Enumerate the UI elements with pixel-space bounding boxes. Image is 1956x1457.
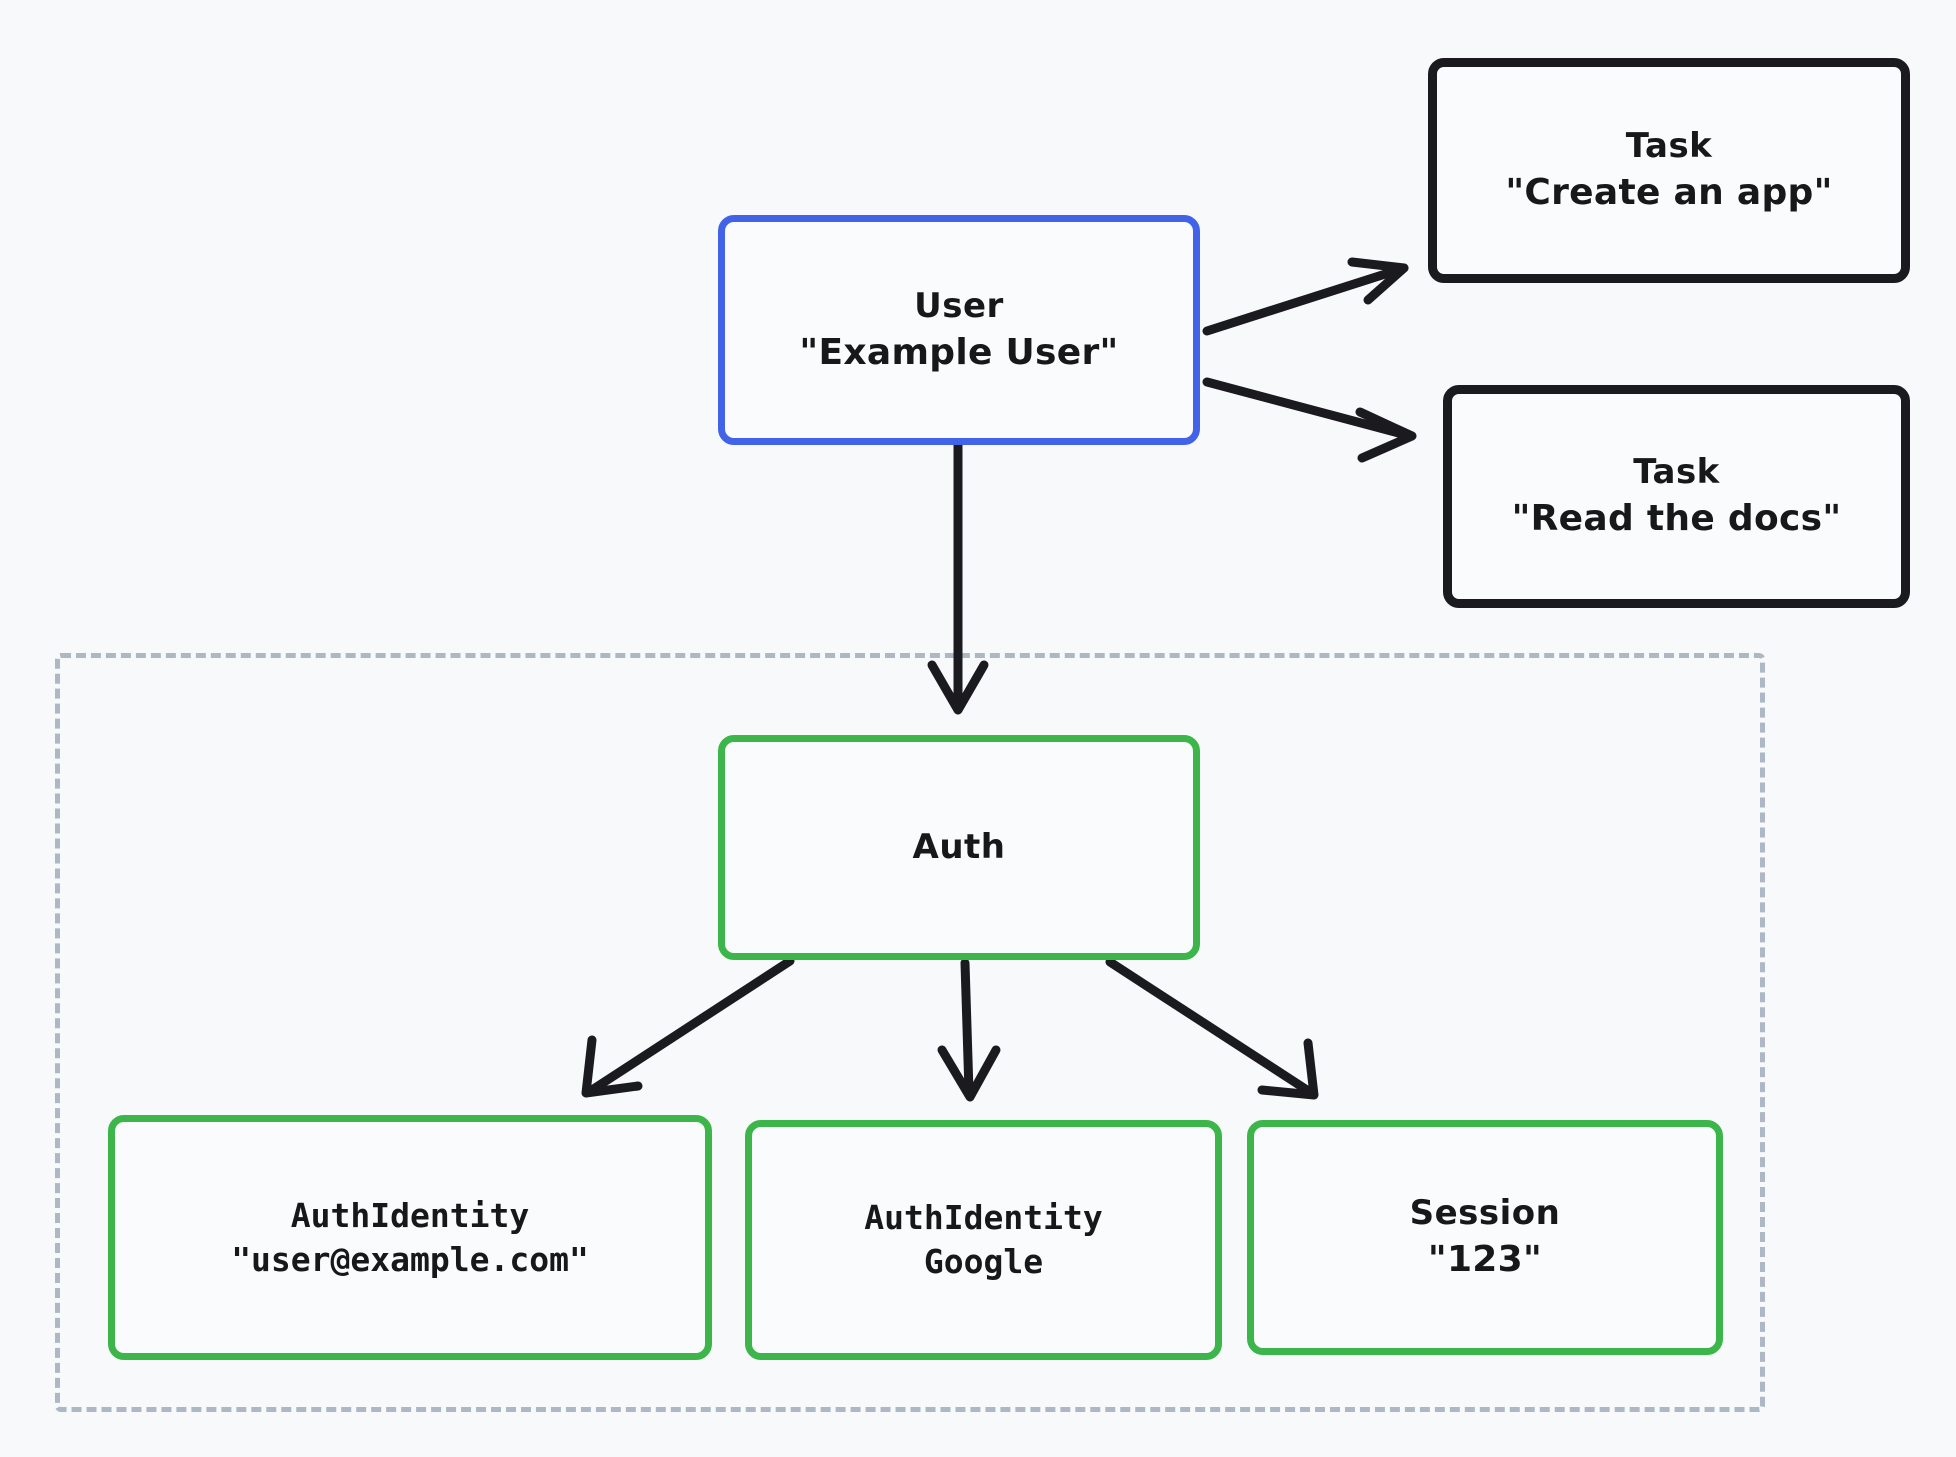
session-node-title: Session bbox=[1409, 1193, 1561, 1234]
task-create-app-title: Task bbox=[1625, 126, 1713, 167]
task-create-app-subtitle: "Create an app" bbox=[1505, 172, 1833, 214]
user-node-title: User bbox=[914, 285, 1004, 326]
session-node-subtitle: "123" bbox=[1427, 1239, 1543, 1281]
session-node[interactable]: Session "123" bbox=[1247, 1120, 1723, 1355]
auth-identity-google-node[interactable]: AuthIdentity Google bbox=[745, 1120, 1222, 1360]
edge-user-to-task-create-app bbox=[1202, 257, 1409, 336]
task-read-docs-node[interactable]: Task "Read the docs" bbox=[1443, 385, 1910, 608]
edge-user-to-task-read-docs bbox=[1202, 377, 1417, 463]
task-read-docs-subtitle: "Read the docs" bbox=[1511, 498, 1842, 540]
auth-node-title: Auth bbox=[912, 827, 1006, 868]
user-node-subtitle: "Example User" bbox=[799, 331, 1119, 373]
task-read-docs-title: Task bbox=[1633, 452, 1720, 493]
auth-identity-google-title: AuthIdentity bbox=[864, 1198, 1103, 1238]
auth-identity-email-node[interactable]: AuthIdentity "user@example.com" bbox=[108, 1115, 712, 1360]
user-node[interactable]: User "Example User" bbox=[718, 215, 1200, 445]
auth-identity-email-title: AuthIdentity bbox=[290, 1195, 530, 1235]
auth-node[interactable]: Auth bbox=[718, 735, 1200, 960]
auth-identity-google-subtitle: Google bbox=[923, 1242, 1044, 1281]
task-create-app-node[interactable]: Task "Create an app" bbox=[1428, 58, 1910, 283]
auth-group-container bbox=[55, 653, 1765, 1412]
auth-identity-email-subtitle: "user@example.com" bbox=[231, 1239, 589, 1279]
